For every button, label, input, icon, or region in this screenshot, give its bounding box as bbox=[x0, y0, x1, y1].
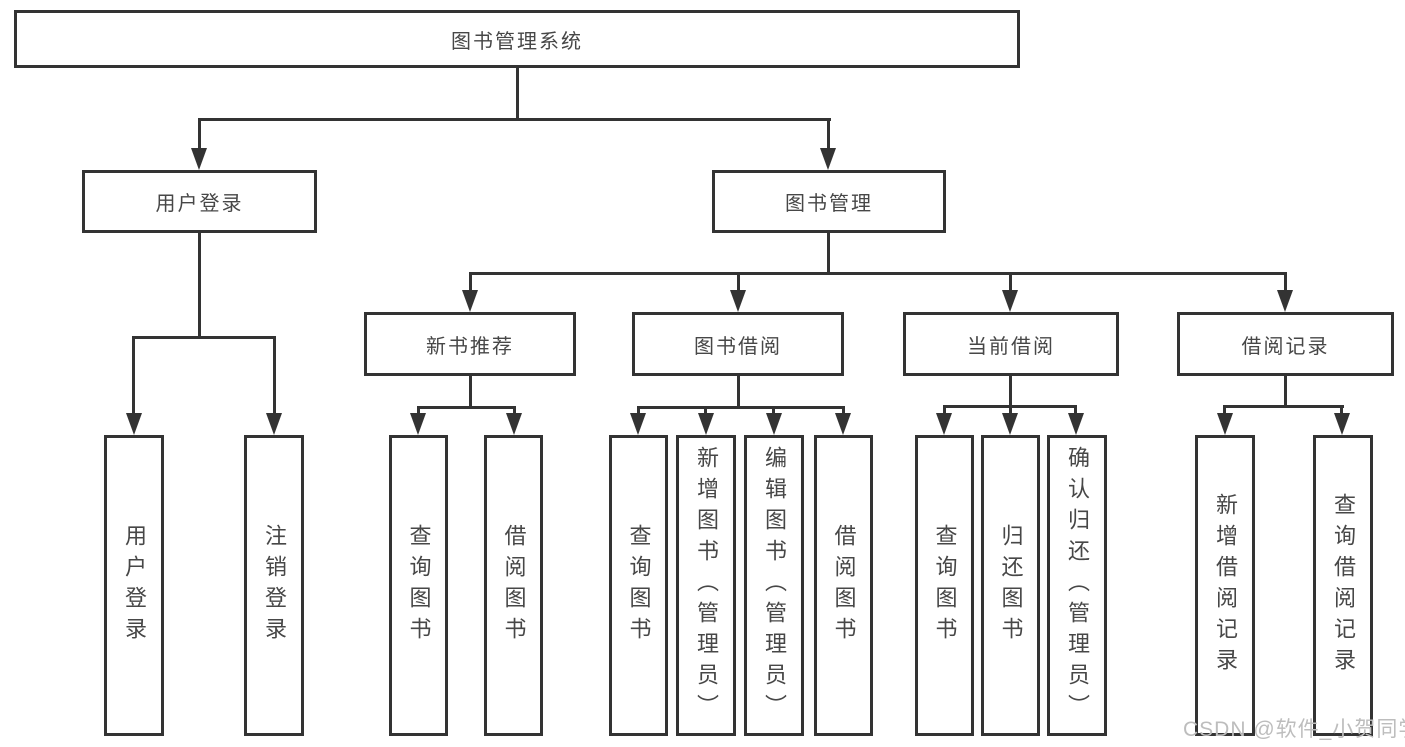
node-label: 图书管理 bbox=[785, 193, 873, 215]
arrow-down-icon bbox=[820, 148, 836, 170]
connector-leaf-stem bbox=[704, 406, 707, 416]
node-label: 当前借阅 bbox=[967, 335, 1055, 358]
node-book-management: 图书管理 bbox=[712, 170, 946, 233]
connector-leaf-stem bbox=[637, 406, 640, 416]
arrow-down-icon bbox=[462, 290, 478, 312]
leaf-borrow-books-borrowing: 借阅图书 bbox=[814, 435, 873, 736]
node-label: 新书推荐 bbox=[426, 335, 514, 358]
connector-login-stub bbox=[198, 233, 201, 338]
arrow-down-icon bbox=[266, 413, 282, 435]
arrow-down-icon bbox=[1334, 413, 1350, 435]
connector-leaf-stem bbox=[1340, 405, 1343, 416]
leaf-query-books-borrowing: 查询图书 bbox=[609, 435, 668, 736]
arrow-down-icon bbox=[191, 148, 207, 170]
connector-mgmt-stem bbox=[827, 118, 830, 154]
connector-group-stub bbox=[1284, 375, 1287, 407]
leaf-query-books-recommend: 查询图书 bbox=[389, 435, 448, 736]
connector-root-stub bbox=[516, 66, 519, 120]
leaf-label: 查询借阅记录 bbox=[1331, 492, 1356, 679]
connector-mgmt-stub bbox=[827, 233, 830, 275]
arrow-down-icon bbox=[1217, 413, 1233, 435]
connector-leaf-stem bbox=[417, 406, 420, 416]
connector-leaf-stem bbox=[943, 405, 946, 416]
leaf-label: 归还图书 bbox=[998, 523, 1024, 648]
leaf-user-login: 用户登录 bbox=[104, 435, 164, 736]
connector-group-stub bbox=[737, 375, 740, 408]
leaf-add-books-admin: 新增图书（管理员） bbox=[676, 435, 736, 736]
connector-group-hline bbox=[1223, 405, 1344, 408]
connector-group-stub bbox=[469, 375, 472, 408]
leaf-return-books: 归还图书 bbox=[981, 435, 1040, 736]
arrow-down-icon bbox=[410, 413, 426, 435]
leaf-label: 注销登录 bbox=[262, 523, 287, 648]
leaf-label: 查询图书 bbox=[626, 523, 652, 648]
leaf-label: 确认归还（管理员） bbox=[1065, 446, 1090, 725]
connector-root-hline bbox=[198, 118, 831, 121]
node-label: 图书借阅 bbox=[694, 335, 782, 358]
node-label: 借阅记录 bbox=[1241, 335, 1330, 358]
arrow-down-icon bbox=[126, 413, 142, 435]
connector-leaf-stem bbox=[513, 406, 516, 416]
connector-mgmt-hline bbox=[469, 272, 1286, 275]
node-current-borrowing: 当前借阅 bbox=[903, 312, 1119, 376]
leaf-query-borrow-record: 查询借阅记录 bbox=[1313, 435, 1373, 736]
leaf-borrow-books-recommend: 借阅图书 bbox=[484, 435, 543, 736]
node-book-management-system: 图书管理系统 bbox=[14, 10, 1020, 68]
connector-leaf-stem bbox=[132, 336, 135, 416]
arrow-down-icon bbox=[1002, 290, 1018, 312]
arrow-down-icon bbox=[506, 413, 522, 435]
arrow-down-icon bbox=[630, 413, 646, 435]
connector-group-hline bbox=[417, 406, 516, 409]
node-book-borrowing: 图书借阅 bbox=[632, 312, 844, 376]
connector-leaf-stem bbox=[1074, 405, 1077, 416]
arrow-down-icon bbox=[730, 290, 746, 312]
leaf-label: 编辑图书（管理员） bbox=[762, 446, 787, 725]
connector-l3-stem bbox=[469, 272, 472, 294]
node-new-book-recommend: 新书推荐 bbox=[364, 312, 576, 376]
connector-login-hline bbox=[132, 336, 276, 339]
node-label: 图书管理系统 bbox=[451, 30, 583, 53]
connector-leaf-stem bbox=[1009, 405, 1012, 416]
arrow-down-icon bbox=[766, 413, 782, 435]
arrow-down-icon bbox=[936, 413, 952, 435]
leaf-label: 查询图书 bbox=[932, 523, 958, 648]
connector-login-stem bbox=[198, 118, 201, 154]
leaf-label: 用户登录 bbox=[122, 523, 147, 648]
connector-group-stub bbox=[1009, 375, 1012, 407]
connector-leaf-stem bbox=[273, 336, 276, 416]
connector-l3-stem bbox=[1009, 272, 1012, 294]
node-label: 用户登录 bbox=[155, 193, 244, 215]
leaf-edit-books-admin: 编辑图书（管理员） bbox=[744, 435, 804, 736]
node-user-login: 用户登录 bbox=[82, 170, 317, 233]
arrow-down-icon bbox=[1068, 413, 1084, 435]
leaf-label: 查询图书 bbox=[406, 523, 432, 648]
arrow-down-icon bbox=[1002, 413, 1018, 435]
arrow-down-icon bbox=[698, 413, 714, 435]
leaf-label: 借阅图书 bbox=[831, 523, 857, 648]
connector-leaf-stem bbox=[1223, 405, 1226, 416]
arrow-down-icon bbox=[1277, 290, 1293, 312]
leaf-label: 借阅图书 bbox=[501, 523, 527, 648]
leaf-query-books-current: 查询图书 bbox=[915, 435, 974, 736]
node-borrowing-records: 借阅记录 bbox=[1177, 312, 1394, 376]
leaf-confirm-return-admin: 确认归还（管理员） bbox=[1047, 435, 1107, 736]
connector-leaf-stem bbox=[842, 406, 845, 416]
connector-l3-stem bbox=[1284, 272, 1287, 294]
csdn-watermark: CSDN @软件_小贺同学 bbox=[1183, 718, 1405, 741]
leaf-label: 新增图书（管理员） bbox=[694, 446, 719, 725]
connector-l3-stem bbox=[737, 272, 740, 294]
connector-group-hline bbox=[637, 406, 845, 409]
leaf-label: 新增借阅记录 bbox=[1213, 492, 1238, 679]
connector-leaf-stem bbox=[772, 406, 775, 416]
leaf-add-borrow-record: 新增借阅记录 bbox=[1195, 435, 1255, 736]
arrow-down-icon bbox=[835, 413, 851, 435]
leaf-logout: 注销登录 bbox=[244, 435, 304, 736]
